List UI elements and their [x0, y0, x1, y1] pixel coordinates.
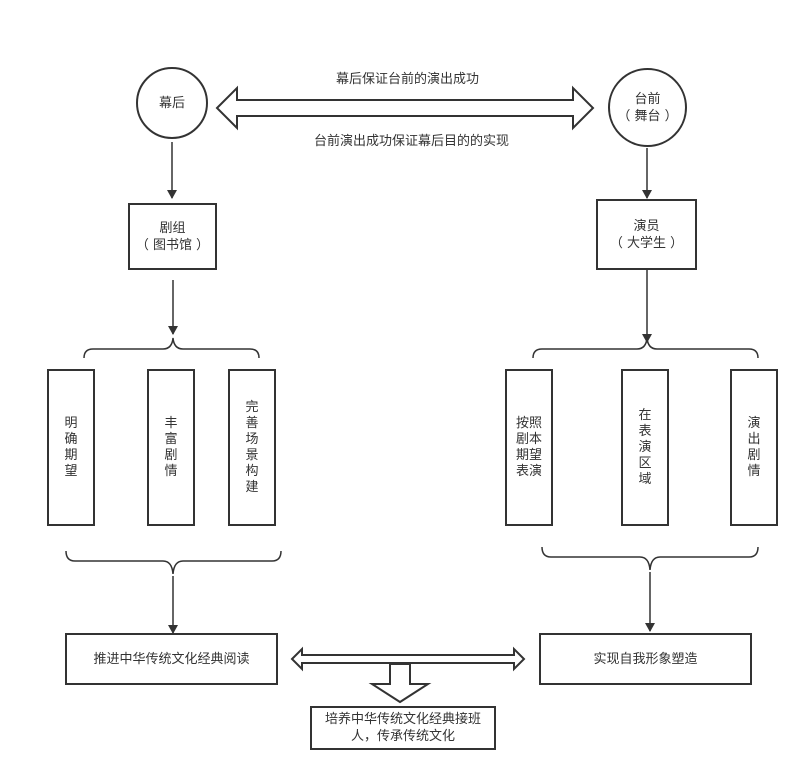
right-item-1: 按照剧本期望表演 — [505, 369, 553, 526]
frontstage-label-line1: 台前 — [634, 91, 661, 107]
actors-label-line1: 演员 — [633, 218, 660, 234]
bottom-double-arrow — [290, 646, 526, 672]
arrow-bottom-label: 台前演出成功保证幕后目的的实现 — [314, 134, 510, 149]
final-result-label: 培养中华传统文化经典接班人，传承传统文化 — [324, 712, 481, 744]
frontstage-label-line2: （ 舞台 ） — [617, 108, 678, 124]
down-hollow-arrow — [368, 663, 432, 704]
right-top-brace — [532, 337, 759, 359]
left-item-3: 完善场景构建 — [228, 369, 276, 526]
right-bottom-brace — [541, 546, 759, 571]
right-item-2-label: 在表演区域 — [638, 407, 652, 487]
top-double-arrow — [215, 85, 595, 131]
right-item-1-label: 按照剧本期望表演 — [516, 415, 543, 479]
final-result-box: 培养中华传统文化经典接班人，传承传统文化 — [310, 706, 496, 750]
left-item-2: 丰富剧情 — [147, 369, 195, 526]
backstage-circle: 幕后 — [136, 67, 208, 139]
left-item-1-label: 明确期望 — [64, 415, 78, 479]
left-item-2-label: 丰富剧情 — [164, 415, 178, 479]
left-result-label: 推进中华传统文化经典阅读 — [93, 651, 250, 667]
left-item-1: 明确期望 — [47, 369, 95, 526]
actors-label-line2: （ 大学生 ） — [609, 235, 684, 251]
right-result-label: 实现自我形象塑造 — [593, 651, 698, 667]
backstage-label: 幕后 — [158, 95, 185, 111]
right-item-3: 演出剧情 — [730, 369, 778, 526]
left-item-3-label: 完善场景构建 — [245, 399, 259, 495]
crew-label-line1: 剧组 — [159, 220, 186, 236]
left-result-box: 推进中华传统文化经典阅读 — [65, 633, 278, 685]
crew-box: 剧组 （ 图书馆 ） — [128, 203, 217, 270]
right-item-3-label: 演出剧情 — [747, 415, 761, 479]
left-top-brace — [83, 337, 260, 359]
arrow-top-label: 幕后保证台前的演出成功 — [336, 72, 480, 87]
right-item-2: 在表演区域 — [621, 369, 669, 526]
left-bottom-brace — [65, 550, 282, 575]
right-result-box: 实现自我形象塑造 — [539, 633, 752, 685]
actors-box: 演员 （ 大学生 ） — [596, 199, 697, 270]
crew-label-line2: （ 图书馆 ） — [135, 237, 210, 253]
frontstage-circle: 台前 （ 舞台 ） — [608, 68, 687, 147]
